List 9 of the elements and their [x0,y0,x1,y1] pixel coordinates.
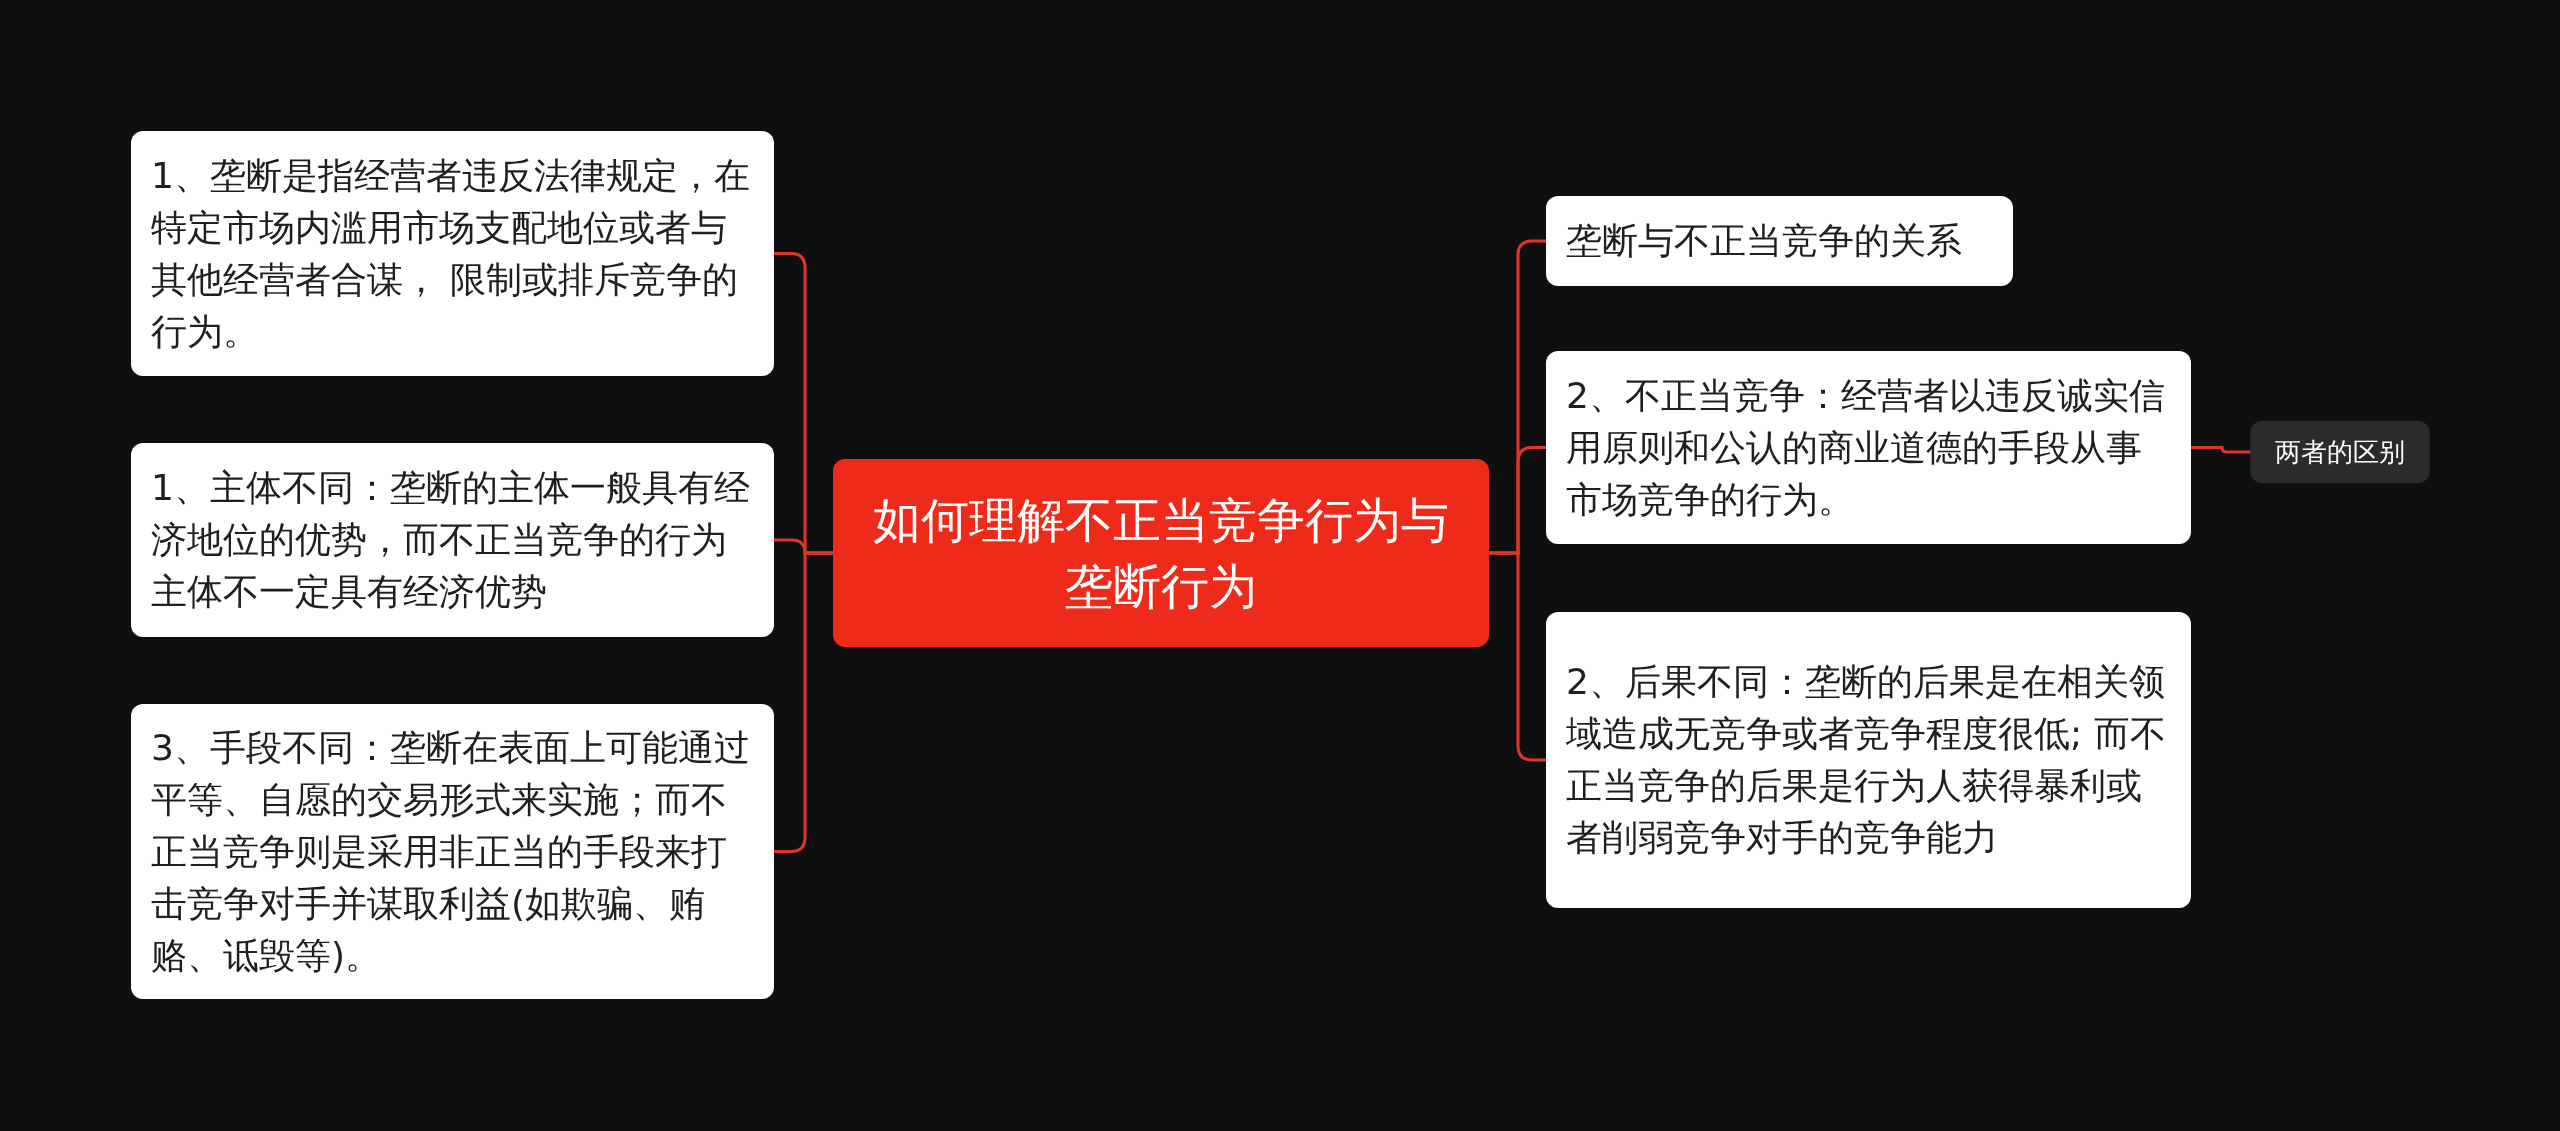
text-box: 3、手段不同：垄断在表面上可能通过平等、自愿的交易形式来实施；而不正当竞争则是采用非正当的手段来打击竞争对手并谋取利益(如欺骗、贿赂、诋毁等)。 [131,704,774,999]
text-box: 1、垄断是指经营者违反法律规定，在特定市场内滥用市场支配地位或者与其他经营者合谋， 限制或排斥竞争的行为。 [131,131,774,376]
label-box: 两者的区别 [2250,421,2430,483]
text-box: 2、不正当竞争：经营者以违反诚实信用原则和公认的商业道德的手段从事市场竞争的行为。 [1546,351,2191,544]
text-box: 1、主体不同：垄断的主体一般具有经济地位的优势，而不正当竞争的行为主体不一定具有经济优势 [131,443,774,637]
topic-box: 如何理解不正当竞争行为与垄断行为 [833,459,1489,647]
connector-line [2191,446,2250,454]
text-box: 垄断与不正当竞争的关系 [1546,196,2013,286]
text-box: 2、后果不同：垄断的后果是在相关领域造成无竞争或者竞争程度很低; 而不正当竞争的后果是行为人获得暴利或者削弱竞争对手的竞争能力 [1546,612,2191,908]
